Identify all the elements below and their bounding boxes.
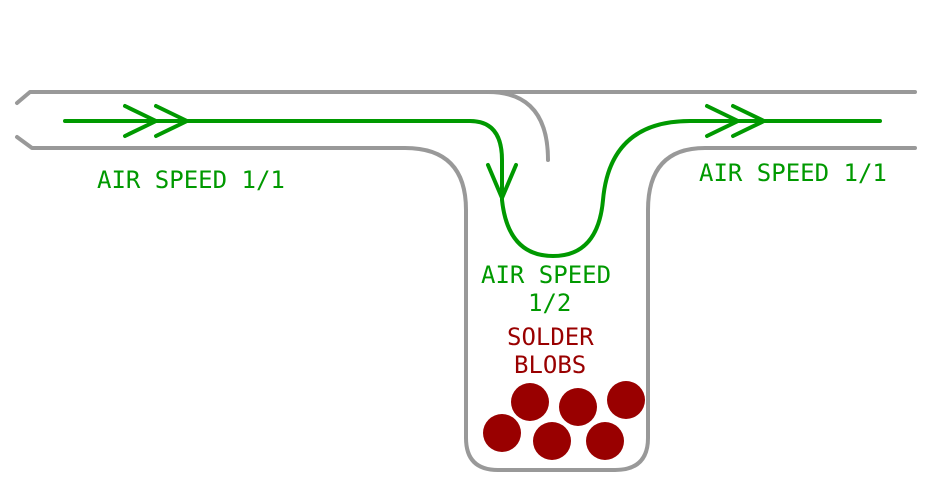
left-arrow-2 bbox=[154, 104, 189, 138]
airflow-path bbox=[63, 104, 882, 258]
blobs-label: BLOBS bbox=[514, 351, 586, 379]
solder-blobs bbox=[483, 381, 645, 460]
solder-blob bbox=[511, 383, 549, 421]
air-speed-right-label: AIR SPEED 1/1 bbox=[699, 159, 887, 187]
solder-label: SOLDER bbox=[507, 323, 594, 351]
air-speed-trap-label: AIR SPEED bbox=[481, 261, 611, 289]
right-arrow-1 bbox=[705, 104, 740, 138]
solder-blob bbox=[483, 414, 521, 452]
air-speed-trap-ratio: 1/2 bbox=[528, 289, 571, 317]
right-arrow-2 bbox=[731, 104, 766, 138]
pipe-bottom-left-wall bbox=[15, 135, 500, 472]
trap-divider-baffle bbox=[486, 90, 550, 162]
left-arrow-1 bbox=[123, 104, 158, 138]
solder-blob bbox=[533, 422, 571, 460]
pipe-top-wall bbox=[15, 90, 917, 105]
pipe-bottom-right-wall bbox=[496, 146, 917, 472]
down-arrow bbox=[486, 163, 518, 200]
solder-blob bbox=[559, 388, 597, 426]
airflow-line bbox=[63, 119, 882, 258]
solder-blob bbox=[586, 422, 624, 460]
solder-blob bbox=[607, 381, 645, 419]
pipe-walls bbox=[15, 90, 917, 472]
air-speed-left-label: AIR SPEED 1/1 bbox=[97, 166, 285, 194]
